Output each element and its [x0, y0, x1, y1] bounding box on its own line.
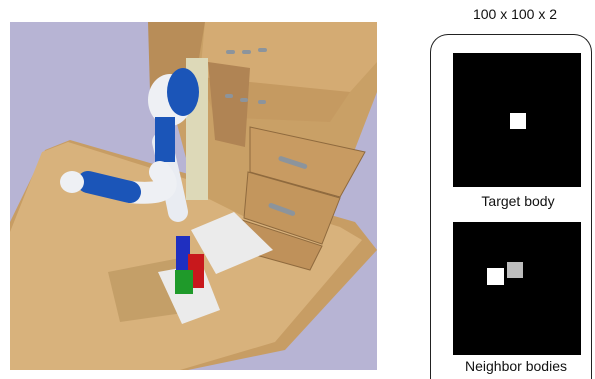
robot-forearm [88, 182, 130, 192]
target-body-map [453, 53, 581, 187]
simulation-viewport [10, 22, 377, 370]
map-dimension-label: 100 x 100 x 2 [440, 6, 590, 22]
robot-shoulder-cap [167, 68, 199, 116]
target-body-caption: Target body [443, 193, 593, 209]
robot-gripper [60, 171, 84, 193]
shelf-knob-5 [240, 98, 248, 102]
block-green [175, 270, 193, 294]
shelf-knob-6 [258, 100, 266, 104]
neighbor-cell-white [487, 268, 504, 285]
neighbor-cell-gray [507, 262, 523, 278]
block-blue [176, 236, 190, 272]
shelf-knob-2 [242, 50, 251, 54]
neighbor-bodies-map [453, 222, 581, 355]
shelf-knob-4 [225, 94, 233, 98]
shelf-knob-3 [258, 48, 267, 52]
target-body-cell [510, 113, 526, 129]
shelf-knob-1 [226, 50, 235, 54]
neighbor-bodies-caption: Neighbor bodies [441, 358, 591, 374]
